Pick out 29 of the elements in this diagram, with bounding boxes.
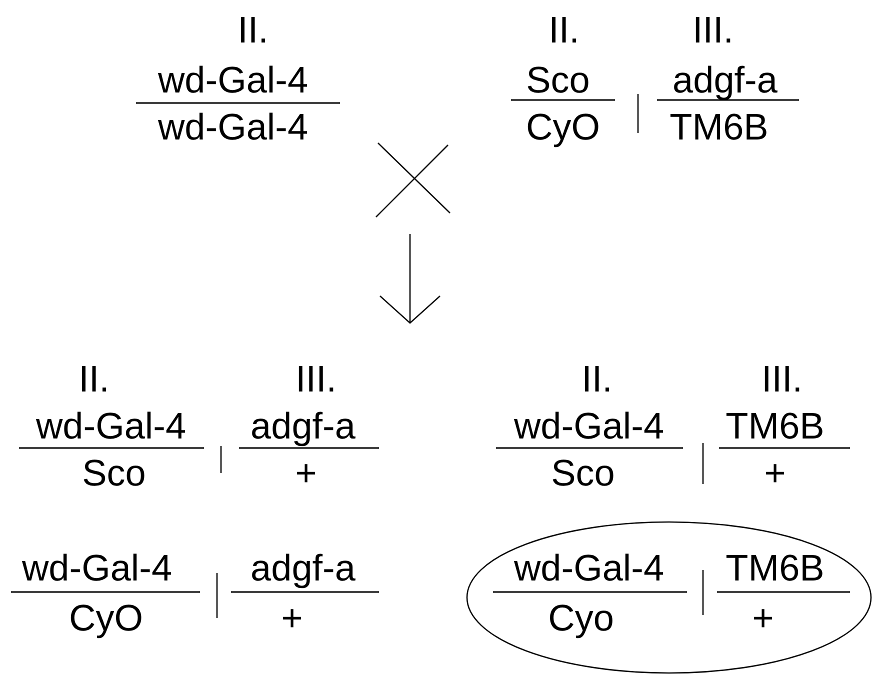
allele-text: + <box>295 454 317 492</box>
allele-text: CyO <box>526 108 600 146</box>
allele-text: wd-Gal-4 <box>514 550 664 586</box>
allele-text: Cyo <box>548 600 614 636</box>
chromosome-number: III. <box>761 360 803 398</box>
chromosome-number: II. <box>582 360 612 398</box>
chromosome-number: III. <box>295 360 337 398</box>
allele-text: CyO <box>69 600 143 636</box>
allele-text: + <box>764 454 786 492</box>
allele-text: wd-Gal-4 <box>36 408 186 444</box>
allele-text: Sco <box>82 454 146 492</box>
allele-text: adgf-a <box>250 550 356 586</box>
chromosome-number: II. <box>548 12 580 48</box>
allele-text: wd-Gal-4 <box>158 108 308 146</box>
allele-text: Sco <box>551 454 615 492</box>
allele-text: wd-Gal-4 <box>158 62 308 98</box>
allele-text: TM6B <box>726 550 824 586</box>
allele-text: wd-Gal-4 <box>514 408 664 444</box>
allele-text: adgf-a <box>672 62 778 98</box>
allele-text: TM6B <box>726 408 824 444</box>
chromosome-number: II. <box>78 360 110 398</box>
chromosome-number: II. <box>238 12 268 48</box>
allele-text: + <box>752 600 774 636</box>
chromosome-number: III. <box>692 12 734 48</box>
allele-text: wd-Gal-4 <box>22 550 172 586</box>
allele-text: Sco <box>526 62 590 98</box>
allele-text: + <box>281 600 303 636</box>
allele-text: adgf-a <box>250 408 356 444</box>
allele-text: TM6B <box>670 108 768 146</box>
